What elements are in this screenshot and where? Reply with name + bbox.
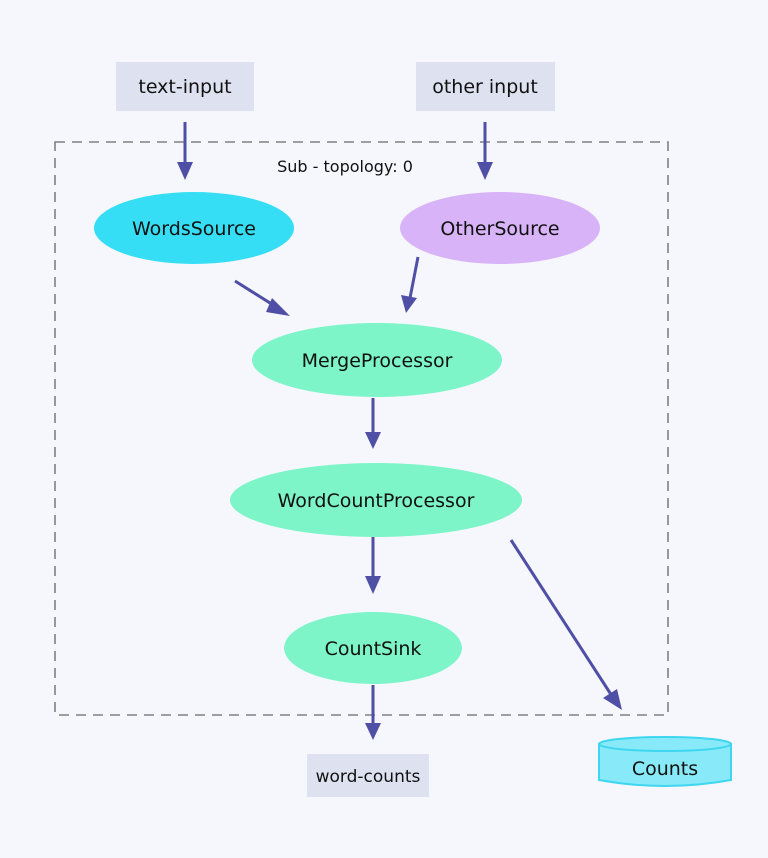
topic-box [416,62,555,111]
node-mergeprocessor[interactable]: MergeProcessor [252,323,502,397]
node-shape [230,463,522,537]
node-shape [94,192,294,264]
topic-label: word-counts [316,767,421,787]
database-icon [598,736,732,752]
topic-other-input[interactable]: other input [416,62,555,111]
node-label: CountSink [325,638,422,660]
subtopology-label: Sub - topology: 0 [277,157,413,176]
node-othersource[interactable]: OtherSource [400,192,600,264]
node-label: OtherSource [440,218,559,240]
edge-othersource-to-mergeprocessor [408,256,420,299]
topic-word-counts[interactable]: word-counts [307,754,429,797]
store-label: Counts [632,758,698,780]
node-countsink[interactable]: CountSink [284,612,462,684]
node-label: WordsSource [132,218,256,240]
node-wordssource[interactable]: WordsSource [94,192,294,264]
node-shape [400,192,600,264]
arrowhead-icon [477,162,493,180]
arrowhead-icon [603,689,622,710]
arrowhead-icon [266,298,290,316]
arrowhead-icon [365,576,381,594]
subtopology-boundary [54,141,669,716]
arrowhead-icon [365,723,381,740]
topic-box [307,754,429,797]
arrowhead-icon [401,295,417,313]
topic-label: text-input [138,76,231,98]
state-store-counts[interactable]: Counts [598,736,732,787]
node-wordcountprocessor[interactable]: WordCountProcessor [230,463,522,537]
arrowhead-icon [365,432,381,449]
node-label: MergeProcessor [302,350,453,372]
store-cylinder-body [598,743,732,787]
arrowhead-icon [177,162,193,180]
topic-box [116,62,254,111]
node-label: WordCountProcessor [278,490,475,512]
topic-text-input[interactable]: text-input [116,62,254,111]
topic-label: other input [432,76,538,98]
node-shape [284,612,462,684]
node-shape [252,323,502,397]
edge-wordcount-to-counts-store [509,539,614,697]
edges [177,122,622,740]
